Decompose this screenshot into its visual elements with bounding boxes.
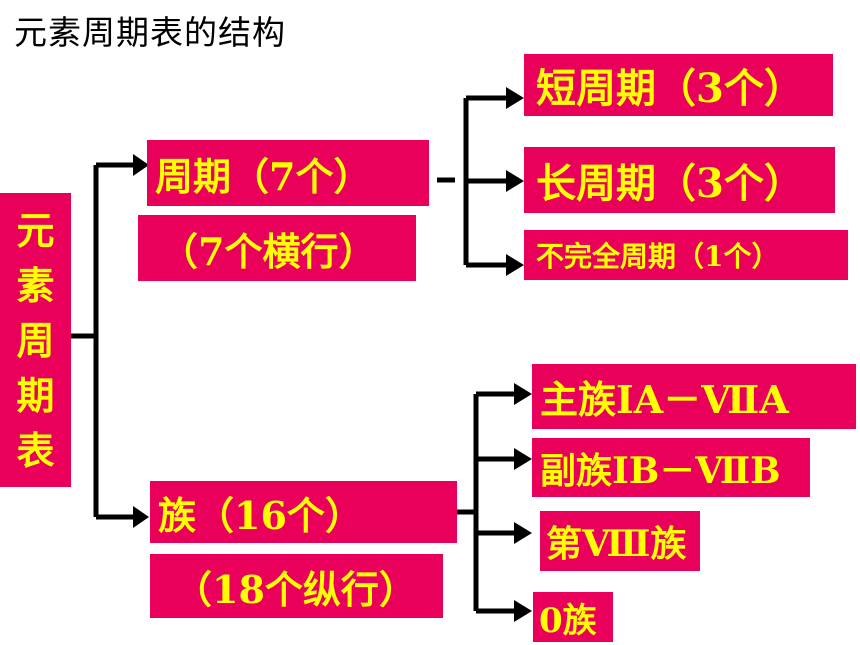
root-char: 素 — [16, 262, 55, 308]
group-box: 族（16个） — [150, 481, 457, 543]
arrow-head — [506, 254, 524, 276]
long-period-box: 长周期（3个） — [524, 147, 835, 213]
arrow-head — [514, 600, 532, 622]
root-char: 元 — [16, 207, 55, 253]
root-char: 期 — [16, 372, 55, 418]
root-char: 表 — [16, 427, 55, 473]
zero-group-box: 0族 — [533, 592, 613, 642]
root-box: 元 素 周 期 表 — [0, 193, 71, 487]
main-group-box: 主族ⅠA－ⅦA — [532, 364, 856, 429]
arrow-head — [514, 383, 532, 405]
arrow-head — [133, 506, 149, 528]
short-period-box: 短周期（3个） — [524, 54, 833, 116]
arrow-head — [506, 87, 524, 109]
subgroup-box: 副族ⅠB－ⅦB — [532, 438, 810, 497]
incomplete-period-box: 不完全周期（1个） — [524, 230, 848, 280]
page-title: 元素周期表的结构 — [14, 13, 286, 52]
group-columns-box: （18个纵行） — [150, 554, 443, 618]
root-char: 周 — [16, 317, 55, 363]
period-box: 周期（7个） — [147, 140, 429, 206]
arrow-head — [133, 154, 149, 176]
arrow-head — [514, 522, 532, 544]
arrow-head — [506, 170, 524, 192]
period-rows-box: （7个横行） — [138, 215, 416, 281]
arrow-head — [514, 448, 532, 470]
group-viii-box: 第Ⅷ族 — [540, 511, 700, 571]
